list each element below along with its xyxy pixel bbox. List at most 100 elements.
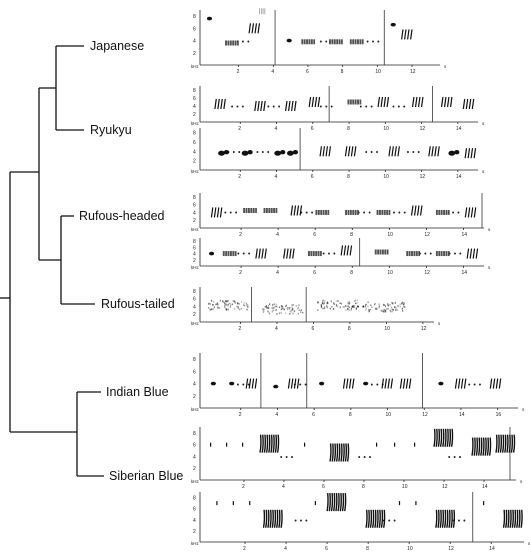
time-tick-label: 10	[387, 270, 393, 276]
time-tick-label: 2	[237, 69, 240, 75]
gap-marker: • • •	[383, 518, 397, 525]
time-unit-label: s	[488, 227, 491, 232]
time-tick-label: 2	[242, 484, 245, 490]
frequency-tick-label: 4	[193, 304, 196, 310]
call-mark	[394, 442, 396, 447]
time-tick-label: 4	[284, 546, 287, 552]
call-mark	[466, 248, 479, 259]
call-mark	[248, 23, 261, 34]
gap-marker: • • •	[320, 39, 334, 46]
time-unit-label: s	[444, 64, 447, 69]
call-mark	[262, 303, 304, 315]
time-tick-label: 2	[243, 546, 246, 552]
call-mark	[376, 209, 391, 216]
frequency-unit-label: kHz	[191, 541, 199, 546]
call-mark	[440, 96, 453, 108]
time-tick-label: 14	[456, 126, 462, 132]
call-mark	[249, 501, 251, 506]
call-mark	[328, 38, 343, 45]
call-mark	[454, 378, 467, 389]
call-mark	[502, 509, 523, 528]
time-tick-label: 10	[375, 69, 381, 75]
time-tick-label: 10	[383, 174, 389, 180]
call-mark	[433, 428, 454, 447]
call-mark	[381, 378, 394, 389]
frequency-tick-label: 4	[193, 454, 196, 460]
time-tick-label: 2	[238, 126, 241, 132]
call-mark	[405, 250, 421, 257]
gap-marker: • • •	[365, 149, 379, 156]
call-mark	[226, 442, 228, 447]
call-mark	[283, 248, 295, 259]
time-tick-label: 2	[239, 270, 242, 276]
frequency-tick-label: 6	[193, 96, 196, 102]
frequency-unit-label: kHz	[191, 121, 199, 126]
call-mark	[287, 378, 300, 389]
call-mark	[232, 501, 234, 506]
time-tick-label: 10	[386, 412, 392, 418]
frequency-unit-label: kHz	[191, 407, 199, 412]
call-mark	[224, 39, 239, 47]
time-tick-label: 8	[347, 174, 350, 180]
frequency-tick-label: 4	[193, 382, 196, 388]
time-tick-label: 4	[275, 412, 278, 418]
call-mark	[448, 150, 460, 156]
call-mark	[435, 250, 450, 257]
frequency-tick-label: 8	[193, 496, 196, 502]
call-mark	[314, 501, 316, 506]
call-mark	[229, 381, 235, 386]
frequency-tick-label: 4	[193, 39, 196, 45]
time-tick-label: 8	[366, 546, 369, 552]
time-unit-label: s	[528, 541, 530, 546]
frequency-tick-label: 4	[193, 518, 196, 524]
call-mark	[428, 146, 440, 157]
frequency-tick-label: 6	[193, 203, 196, 209]
call-mark	[207, 299, 249, 311]
time-tick-label: 10	[387, 232, 393, 238]
call-mark	[218, 150, 230, 156]
call-mark	[317, 299, 359, 312]
time-tick-label: 6	[306, 69, 309, 75]
frequency-tick-label: 2	[193, 51, 196, 57]
gap-marker: • • •	[448, 455, 462, 462]
call-mark	[208, 251, 215, 256]
time-tick-label: 8	[341, 69, 344, 75]
taxon-label-rufous-tailed: Rufous-tailed	[101, 297, 175, 311]
gap-marker: • • •	[392, 104, 406, 111]
time-tick-label: 6	[322, 484, 325, 490]
gap-marker: • • •	[407, 149, 421, 156]
time-tick-label: 10	[407, 546, 413, 552]
time-tick-label: 12	[424, 232, 430, 238]
time-tick-label: 6	[311, 174, 314, 180]
call-mark	[274, 150, 286, 156]
time-tick-label: 8	[350, 270, 353, 276]
call-mark	[262, 509, 283, 528]
call-mark	[285, 100, 297, 112]
time-tick-label: 12	[422, 412, 428, 418]
gap-marker: • • •	[294, 518, 308, 525]
time-unit-label: s	[482, 169, 485, 174]
call-mark	[254, 100, 266, 112]
time-tick-label: 14	[456, 174, 462, 180]
call-mark	[222, 250, 237, 257]
call-mark	[214, 98, 226, 110]
call-mark	[344, 209, 359, 216]
frequency-tick-label: 2	[193, 529, 196, 535]
call-mark	[290, 205, 303, 216]
call-mark	[241, 150, 253, 156]
gap-marker: • • •	[300, 210, 314, 217]
call-mark	[495, 434, 516, 453]
time-tick-label: 6	[325, 546, 328, 552]
call-mark	[414, 442, 416, 447]
frequency-tick-label: 2	[193, 159, 196, 165]
call-mark	[365, 509, 386, 528]
gap-marker: • • •	[393, 210, 407, 217]
call-mark	[401, 29, 413, 40]
call-mark	[399, 378, 412, 389]
call-mark	[411, 96, 424, 108]
